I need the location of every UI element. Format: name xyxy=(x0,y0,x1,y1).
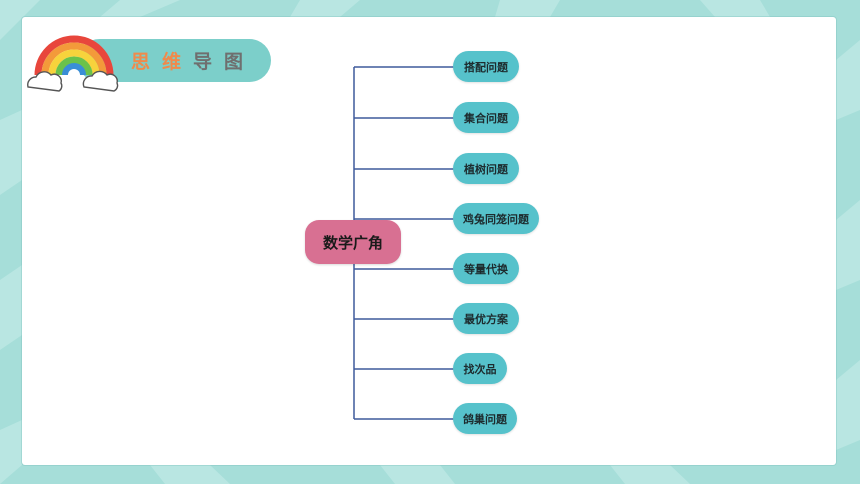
mindmap-branch-node[interactable]: 最优方案 xyxy=(453,303,519,334)
page-title: 思 维 导 图 xyxy=(131,50,243,74)
rainbow-icon xyxy=(27,35,119,92)
mindmap-branch-node[interactable]: 鸡兔同笼问题 xyxy=(453,203,539,234)
mindmap-branch-node[interactable]: 鸽巢问题 xyxy=(453,403,517,434)
mindmap-branch-node[interactable]: 等量代换 xyxy=(453,253,519,284)
mindmap-branch-node[interactable]: 找次品 xyxy=(453,353,507,384)
mindmap-branch-node[interactable]: 搭配问题 xyxy=(453,51,519,82)
title-char: 导 xyxy=(193,51,213,73)
title-char: 维 xyxy=(162,51,182,73)
title-char: 思 xyxy=(131,51,151,73)
content-card xyxy=(22,17,836,465)
title-char: 图 xyxy=(224,51,244,73)
mindmap-branch-node[interactable]: 植树问题 xyxy=(453,153,519,184)
mindmap-center-node[interactable]: 数学广角 xyxy=(305,220,401,264)
mindmap-branch-node[interactable]: 集合问题 xyxy=(453,102,519,133)
